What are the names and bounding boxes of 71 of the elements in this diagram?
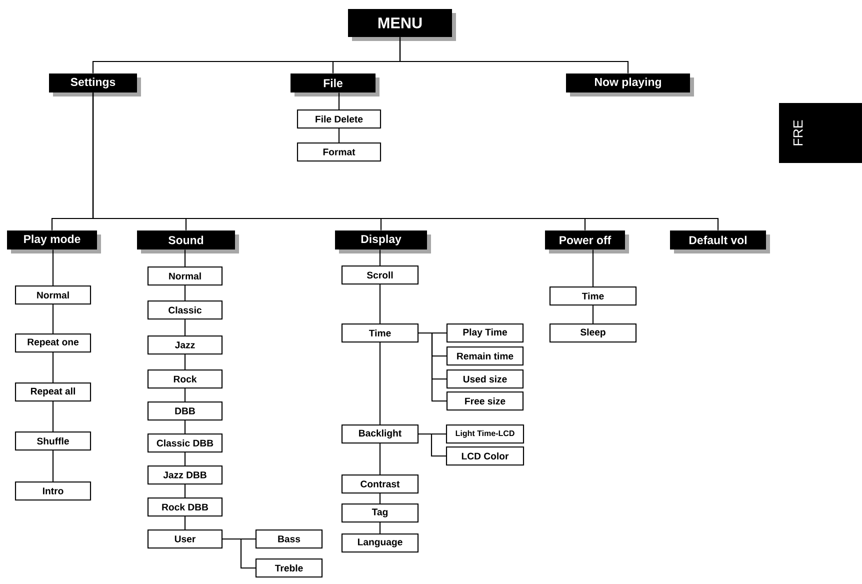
menu-item-box: Time <box>549 286 637 306</box>
connector-line <box>418 332 446 402</box>
category-header-box: Display <box>335 230 431 254</box>
connector-line <box>379 494 381 504</box>
connector-line <box>379 522 381 534</box>
menu-item-box: Classic <box>147 300 223 320</box>
connector-line <box>184 516 186 530</box>
menu-item-box: Used size <box>446 369 524 389</box>
side-tab: FRE <box>779 103 862 163</box>
menu-item-box: Bass <box>255 529 323 549</box>
menu-item-box: File Delete <box>296 109 382 129</box>
connector-line <box>338 128 340 142</box>
connector-line <box>399 37 629 74</box>
connector-line <box>52 450 54 482</box>
menu-item-box: Jazz DBB <box>147 465 223 485</box>
menu-item-box: Sleep <box>549 323 637 343</box>
connector-line <box>184 420 186 434</box>
connector-line <box>52 250 54 286</box>
menu-item-box: Treble <box>255 558 323 578</box>
menu-item-box: Tag <box>341 503 419 523</box>
connector-line <box>184 484 186 498</box>
connector-line <box>379 444 381 474</box>
connector-line <box>184 354 186 370</box>
menu-item-box: Backlight <box>341 424 419 444</box>
connector-line <box>379 250 381 266</box>
menu-item-box: DBB <box>147 401 223 421</box>
connector-line <box>92 92 719 230</box>
connector-line <box>184 320 186 336</box>
category-header-box: Now playing <box>566 74 694 96</box>
connector-line <box>184 286 186 300</box>
menu-item-box: Time <box>341 323 419 343</box>
connector-line <box>379 284 381 324</box>
menu-item-box: Repeat all <box>14 382 92 402</box>
menu-item-box: Jazz <box>147 335 223 355</box>
category-header-box: Settings <box>49 74 141 96</box>
connector-line <box>592 250 594 286</box>
connector-line <box>184 388 186 402</box>
menu-item-box: Contrast <box>341 474 419 494</box>
menu-header-box: MENU <box>348 9 456 41</box>
menu-item-box: Format <box>296 142 382 162</box>
connector-line <box>222 538 256 569</box>
connector-line <box>338 92 340 110</box>
menu-item-box: Light Time-LCD <box>446 424 524 444</box>
menu-item-box: Language <box>341 533 419 553</box>
menu-item-box: Scroll <box>341 265 419 285</box>
menu-item-box: Normal <box>147 266 223 286</box>
category-header-box: Default vol <box>670 230 770 254</box>
menu-item-box: LCD Color <box>446 446 524 466</box>
menu-item-box: Classic DBB <box>147 433 223 453</box>
menu-item-box: Play Time <box>446 323 524 343</box>
menu-item-box: Shuffle <box>14 431 92 451</box>
menu-item-box: Remain time <box>446 346 524 366</box>
menu-item-box: Free size <box>446 391 524 411</box>
connector-line <box>184 452 186 466</box>
category-header-box: Play mode <box>7 230 101 254</box>
menu-item-box: Repeat one <box>14 333 92 353</box>
category-header-box: File <box>290 74 380 96</box>
category-header-box: Power off <box>545 230 629 254</box>
connector-line <box>592 306 594 324</box>
menu-item-box: Normal <box>14 285 92 305</box>
connector-line <box>52 352 54 382</box>
connector-line <box>379 342 381 424</box>
menu-item-box: Rock <box>147 369 223 389</box>
category-header-box: Sound <box>137 230 239 254</box>
menu-item-box: Rock DBB <box>147 497 223 517</box>
connector-line <box>184 250 186 266</box>
connector-line <box>52 402 54 432</box>
connector-line <box>418 433 446 457</box>
menu-item-box: Intro <box>14 481 92 501</box>
connector-line <box>52 304 54 334</box>
menu-item-box: User <box>147 529 223 549</box>
